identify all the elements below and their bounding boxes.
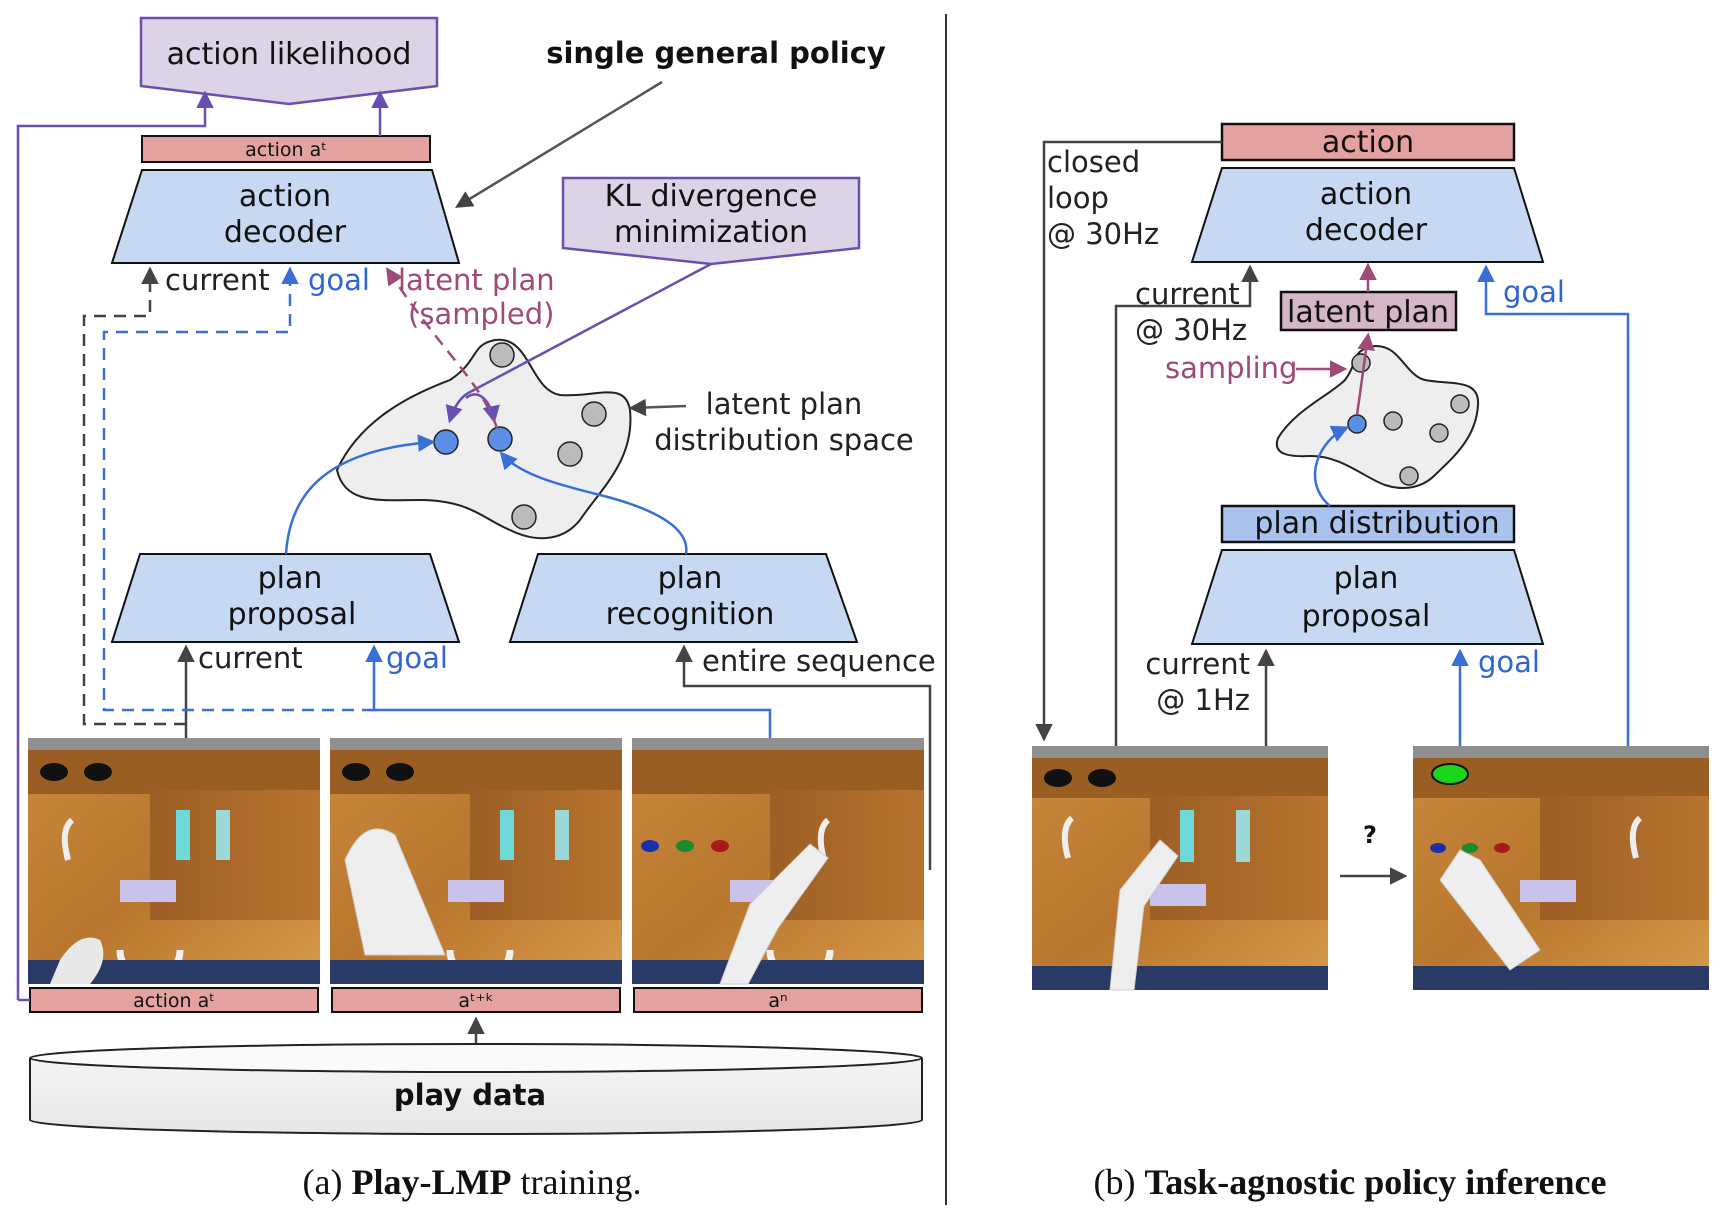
entire-sequence-label: entire sequence — [702, 644, 936, 678]
right-action-decoder: action decoder — [1190, 167, 1545, 263]
latent-point-to-plan — [1355, 332, 1375, 416]
current-30hz-line1: current — [1135, 277, 1240, 311]
right-action-bar: action — [1220, 122, 1516, 162]
latent-point-recognition — [487, 426, 513, 452]
caption-b: (b) Task-agnostic policy inference — [1094, 1162, 1607, 1202]
goal-to-decoder-dashed — [102, 266, 374, 712]
kl-arrow-to-proposal — [445, 262, 712, 424]
policy-pointer-arrow — [455, 80, 663, 208]
plan-recognition-line1: plan — [658, 561, 723, 596]
current-to-decoder-dashed — [82, 266, 186, 726]
right-goal-bottom-label: goal — [1478, 645, 1540, 679]
right-plan-proposal-line2: proposal — [1302, 599, 1431, 634]
left-action-bar-label: action aᵗ — [245, 139, 327, 161]
plan-recognition-line2: recognition — [606, 597, 775, 632]
action-likelihood-box: action likelihood — [139, 16, 439, 106]
decoder-goal-label: goal — [308, 263, 370, 297]
goal-to-proposal-arrow — [365, 644, 772, 738]
closed-loop-arrow — [1035, 140, 1222, 742]
right-action-decoder-line1: action — [1320, 177, 1412, 212]
latent-plan-sampled-line1: latent plan — [398, 263, 555, 297]
right-plan-proposal-line1: plan — [1334, 561, 1399, 596]
latent-plan-label: latent plan — [1287, 295, 1449, 330]
action-likelihood-label: action likelihood — [167, 37, 412, 72]
right-action-bar-label: action — [1322, 125, 1414, 160]
left-action-decoder-line2: decoder — [224, 215, 347, 250]
left-frame-1 — [28, 738, 320, 984]
play-data-cylinder: play data — [29, 1043, 923, 1135]
frame-label-bars: action aᵗ aᵗ⁺ᵏ aⁿ — [29, 987, 923, 1013]
latent-space-pointer — [628, 398, 687, 417]
frame-label-1: action aᵗ — [133, 990, 215, 1012]
frame-label-3: aⁿ — [768, 990, 787, 1012]
left-plan-proposal-line2: proposal — [228, 597, 357, 632]
kl-box-line1: KL divergence — [605, 179, 818, 214]
proposal-to-latent-arrow — [284, 434, 436, 555]
right-frame-goal — [1413, 746, 1709, 990]
right-goal-label: goal — [1503, 275, 1565, 309]
sampling-label: sampling — [1165, 351, 1297, 385]
single-general-policy-label: single general policy — [546, 36, 886, 70]
distribution-to-latent-arrow — [1313, 425, 1350, 507]
caption-a: (a) Play-LMP training. — [303, 1162, 642, 1202]
right-plan-proposal: plan proposal — [1190, 549, 1545, 645]
left-frame-2 — [330, 738, 622, 984]
right-action-decoder-line2: decoder — [1305, 213, 1428, 248]
recognition-to-latent-arrow — [499, 451, 688, 555]
left-action-bar: action aᵗ — [141, 135, 431, 163]
plan-recognition: plan recognition — [508, 553, 859, 643]
question-mark: ? — [1363, 821, 1377, 849]
frame-label-2: aᵗ⁺ᵏ — [458, 990, 493, 1012]
left-action-decoder: action decoder — [110, 169, 461, 264]
current-1hz-line2: @ 1Hz — [1156, 683, 1250, 717]
left-plan-proposal: plan proposal — [110, 553, 461, 643]
left-action-decoder-line1: action — [239, 179, 331, 214]
left-plan-proposal-line1: plan — [258, 561, 323, 596]
current-1hz-line1: current — [1145, 647, 1250, 681]
latent-space-label-line2: distribution space — [654, 423, 914, 457]
plan-distribution-label: plan distribution — [1254, 506, 1499, 541]
kl-divergence-box: KL divergence minimization — [561, 176, 861, 266]
proposal-goal-label: goal — [386, 641, 448, 675]
closed-loop-line1: closed — [1047, 145, 1140, 179]
plan-distribution-bar: plan distribution — [1220, 504, 1516, 544]
latent-plan-space-blob — [335, 338, 632, 540]
arrow-data-action-to-likelihood — [16, 90, 214, 1000]
latent-point-proposal — [433, 429, 459, 455]
latent-plan-box: latent plan — [1279, 290, 1458, 332]
current-30hz-line2: @ 30Hz — [1135, 313, 1247, 347]
decoder-current-label: current — [165, 263, 270, 297]
play-data-label: play data — [394, 1078, 546, 1112]
right-latent-blob — [1275, 344, 1480, 489]
left-frame-3 — [632, 738, 924, 985]
goal-to-decoder-arrow — [1477, 264, 1630, 746]
right-frame-current — [1032, 746, 1328, 991]
right-latent-point — [1347, 414, 1367, 434]
proposal-current-label: current — [198, 641, 303, 675]
latent-plan-sampled-line2: (sampled) — [408, 297, 554, 331]
closed-loop-line2: loop — [1047, 181, 1109, 215]
kl-arrow-to-recognition — [465, 393, 500, 424]
closed-loop-line3: @ 30Hz — [1047, 217, 1159, 251]
kl-box-line2: minimization — [614, 215, 808, 250]
latent-space-label-line1: latent plan — [706, 387, 863, 421]
sequence-to-recognition-arrow — [675, 644, 932, 870]
current-30hz-arrow — [1114, 264, 1259, 746]
